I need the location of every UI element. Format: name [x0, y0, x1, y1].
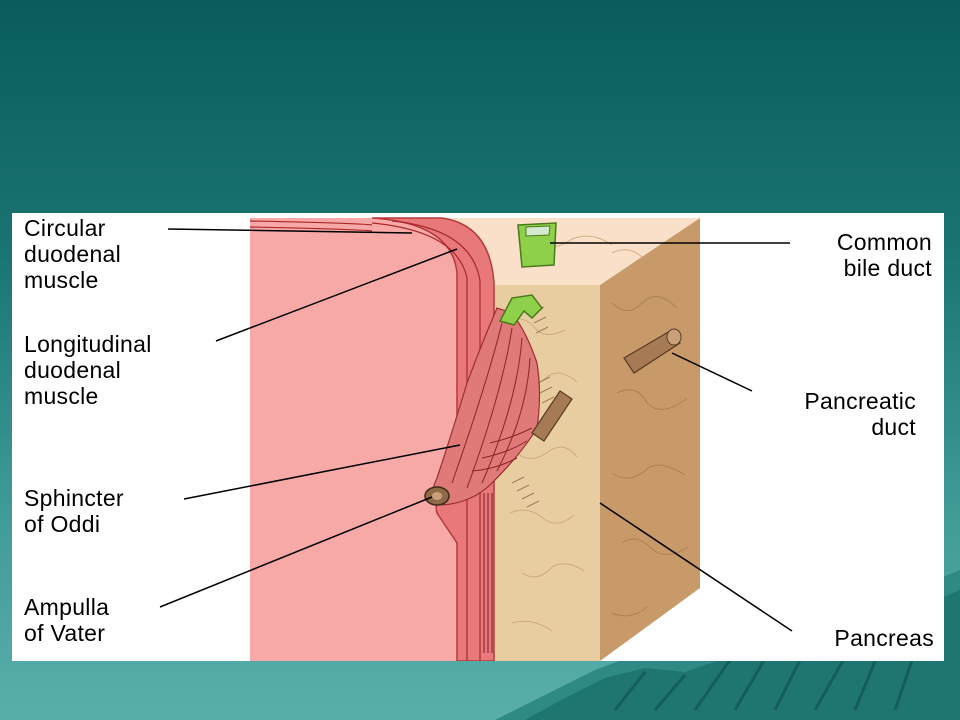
pancreas-texture — [506, 235, 643, 632]
pancreas-side-face — [600, 218, 700, 661]
leader-lines — [159, 228, 793, 632]
vertical-fibers — [483, 493, 493, 653]
sphincter-fibers — [451, 322, 533, 489]
duodenum-pancreas-diagram — [159, 217, 793, 661]
sphincter-bundle — [432, 307, 541, 506]
pancreatic-duct — [623, 330, 681, 374]
label-common-bile-duct: Common bile duct — [836, 229, 932, 281]
label-pancreas: Pancreas — [834, 625, 934, 651]
diagram-panel: Circular duodenal muscle Longitudinal du… — [12, 213, 944, 661]
common-bile-duct-bend — [498, 294, 543, 326]
label-pancreatic-duct: Pancreatic duct — [804, 388, 916, 440]
label-longitudinal-duodenal-muscle: Longitudinal duodenal muscle — [24, 331, 152, 409]
label-ampulla-of-vater: Ampulla of Vater — [24, 594, 110, 646]
wall-layers — [249, 220, 481, 661]
duodenum-lumen — [250, 218, 457, 661]
label-circular-duodenal-muscle: Circular duodenal muscle — [24, 215, 122, 293]
pancreas-top-face — [442, 218, 700, 285]
label-sphincter-of-oddi: Sphincter of Oddi — [24, 485, 124, 537]
pancreatic-duct-branch — [531, 390, 573, 442]
